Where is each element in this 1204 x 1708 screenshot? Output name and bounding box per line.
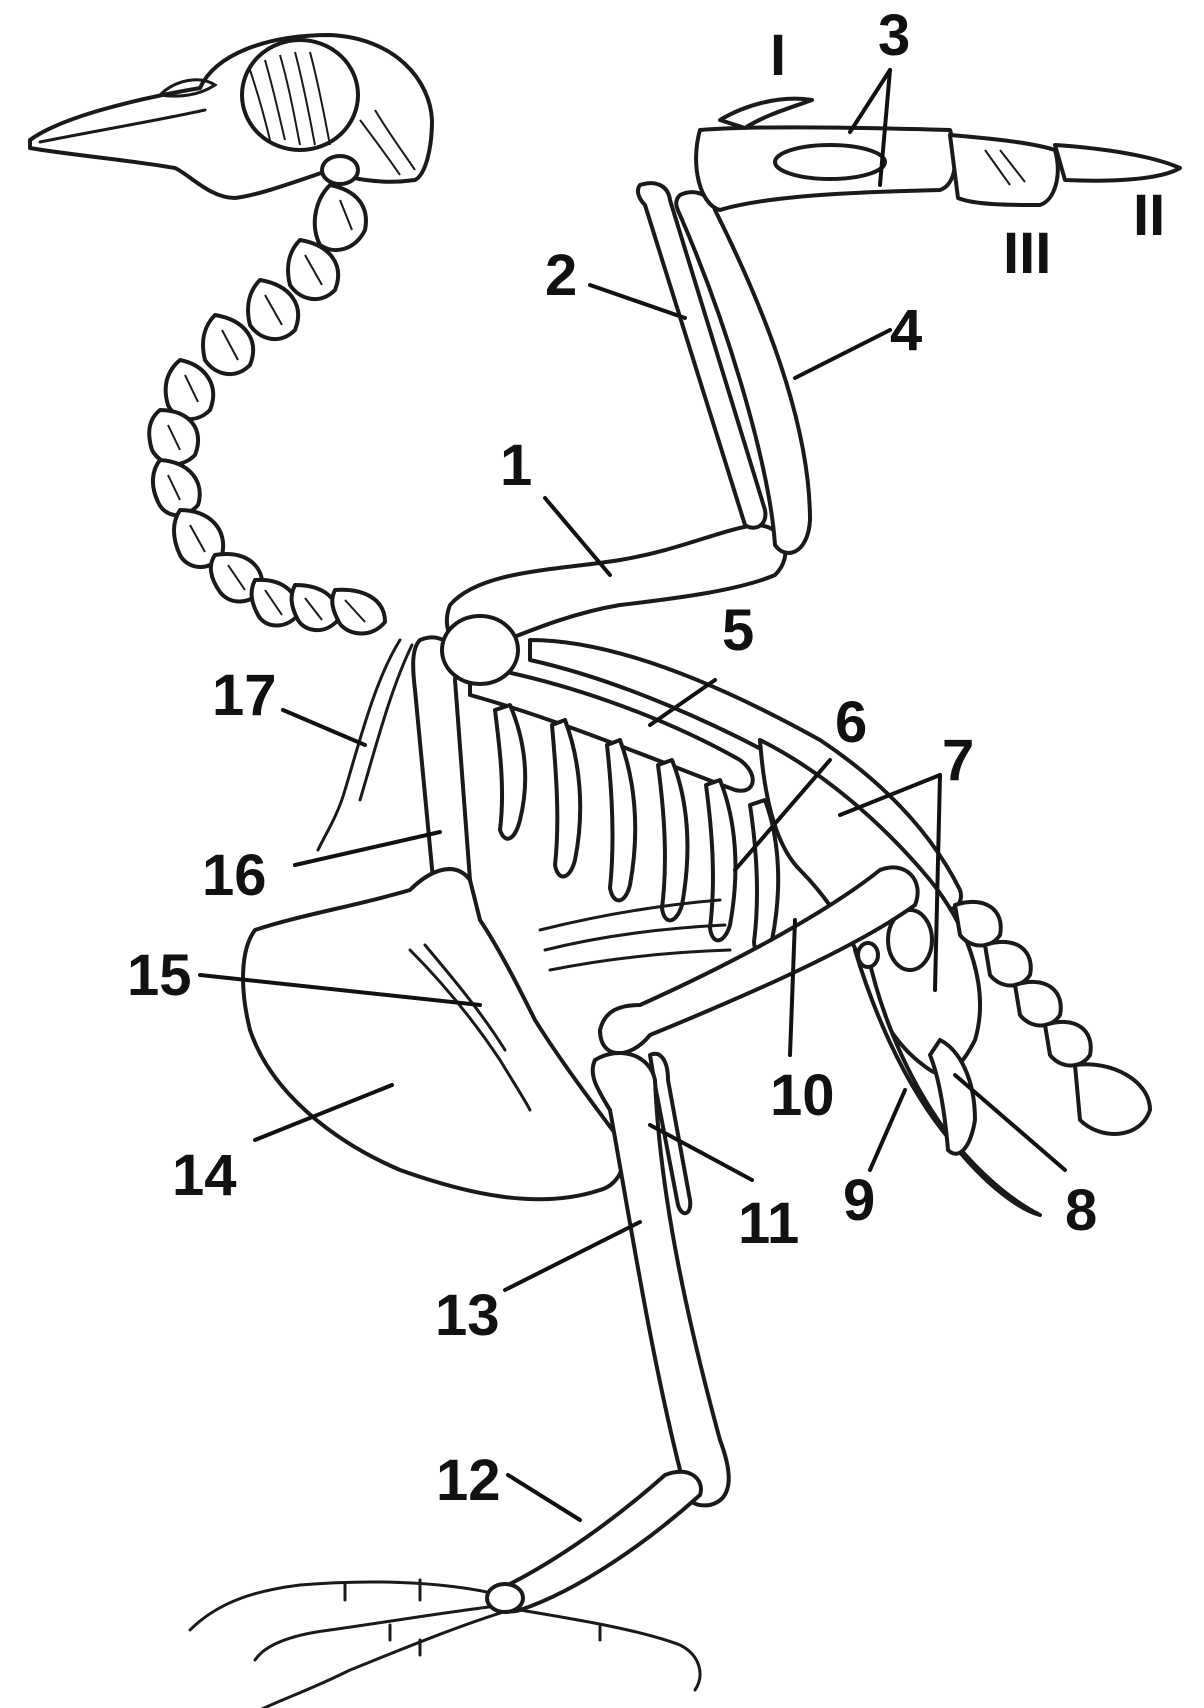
cervical-vertebrae [147, 183, 387, 636]
label-3: 3 [878, 3, 910, 68]
label-digit-I: I [770, 23, 786, 88]
wing [444, 96, 1182, 653]
label-6: 6 [835, 690, 867, 755]
label-8: 8 [1065, 1178, 1097, 1243]
torso [316, 614, 963, 972]
label-digit-II: II [1133, 183, 1165, 248]
label-16: 16 [202, 843, 267, 908]
leg [188, 865, 920, 1708]
label-11: 11 [738, 1191, 799, 1256]
leader-lines [198, 68, 1067, 1522]
label-4: 4 [890, 298, 922, 363]
label-digit-III: III [1003, 221, 1051, 286]
label-13: 13 [435, 1283, 500, 1348]
label-15: 15 [127, 943, 192, 1008]
label-5: 5 [722, 598, 754, 663]
label-1: 1 [500, 433, 532, 498]
labels: 1 2 3 4 5 6 7 8 9 10 11 12 13 14 15 16 1… [127, 3, 1165, 1513]
label-14: 14 [172, 1143, 237, 1208]
skull [28, 33, 434, 200]
sternum [241, 867, 626, 1202]
label-17: 17 [212, 663, 277, 728]
tail-vertebrae [953, 899, 1152, 1136]
label-12: 12 [436, 1448, 501, 1513]
label-2: 2 [545, 243, 577, 308]
label-7: 7 [942, 728, 974, 793]
label-10: 10 [770, 1063, 835, 1128]
label-9: 9 [843, 1168, 875, 1233]
